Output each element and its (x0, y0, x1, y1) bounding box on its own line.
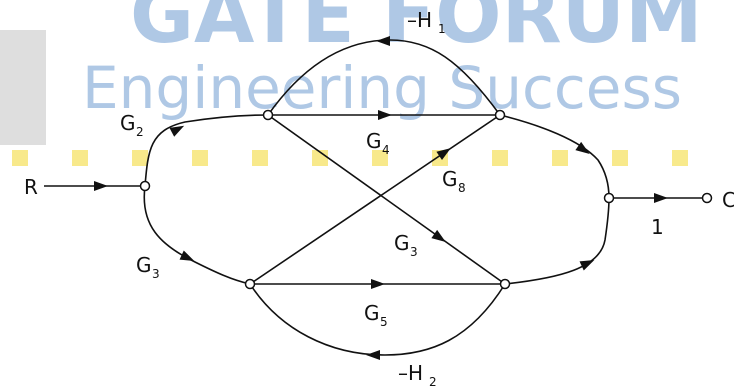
arrowhead-g2 (169, 125, 185, 137)
branch-label-h1: –H 1 (407, 8, 446, 36)
arrowhead-output (654, 193, 668, 203)
edge-g2 (144, 114, 269, 187)
output-label: C (722, 188, 734, 212)
edge-g3-cross (267, 114, 506, 285)
branch-label-g3-cross: G 3 (394, 231, 418, 259)
node-lower-left (244, 278, 256, 290)
arrowhead-upper-right (575, 141, 590, 155)
svg-text:G: G (366, 129, 382, 153)
arrowhead-g3-lower (179, 250, 195, 261)
branch-label-g3-lower: G 3 (136, 253, 160, 281)
svg-text:–H: –H (407, 8, 432, 32)
branch-label-g8: G 8 (442, 167, 466, 195)
svg-text:5: 5 (380, 315, 388, 329)
branch-label-g5: G 5 (364, 301, 388, 329)
branch-label-h2: –H 2 (398, 361, 437, 389)
branch-label-g2: G 2 (120, 111, 144, 139)
node-sum (603, 192, 615, 204)
svg-text:1: 1 (438, 22, 446, 36)
input-label: R (24, 175, 38, 199)
node-output (701, 192, 713, 204)
output-gain-label: 1 (651, 215, 664, 239)
watermark-dashed-bar (12, 150, 688, 166)
arrowhead-h1 (376, 36, 390, 46)
svg-text:8: 8 (458, 181, 466, 195)
arrowhead-g8 (436, 148, 451, 161)
svg-text:G: G (136, 253, 152, 277)
svg-text:2: 2 (429, 375, 437, 389)
svg-text:G: G (442, 167, 458, 191)
node-upper-left (262, 109, 274, 121)
watermark: GATE FORUM Engineering Success (0, 0, 703, 166)
svg-text:–H: –H (398, 361, 423, 385)
svg-text:2: 2 (136, 125, 144, 139)
node-upper-right (494, 109, 506, 121)
svg-text:3: 3 (152, 267, 160, 281)
arrowhead-g3-cross (431, 229, 446, 243)
watermark-side-block (0, 30, 46, 145)
arrowhead-g4 (378, 110, 392, 120)
svg-text:G: G (364, 301, 380, 325)
edge-g8 (249, 114, 501, 285)
arrowhead-h2 (366, 350, 380, 360)
arrowheads (94, 36, 668, 360)
labels: R C 1 G 2 G 3 G 4 G 5 G 8 G 3 –H 1 (24, 8, 734, 389)
svg-text:3: 3 (410, 245, 418, 259)
arrowhead-g5 (371, 279, 385, 289)
node-lower-right (499, 278, 511, 290)
nodes (139, 109, 713, 290)
edge-upper-right (499, 114, 610, 199)
watermark-logo-line: GATE FORUM (130, 0, 703, 61)
edge-g3-lower (143, 185, 251, 285)
watermark-tagline: Engineering Success (82, 54, 682, 122)
svg-text:G: G (394, 231, 410, 255)
arrowhead-input (94, 181, 108, 191)
arrowhead-lower-right (579, 260, 595, 271)
svg-text:4: 4 (382, 143, 390, 157)
svg-text:G: G (120, 111, 136, 135)
node-input (139, 180, 151, 192)
branch-label-g4: G 4 (366, 129, 390, 157)
edge-lower-right (504, 197, 610, 285)
edge-h2 (249, 283, 506, 356)
